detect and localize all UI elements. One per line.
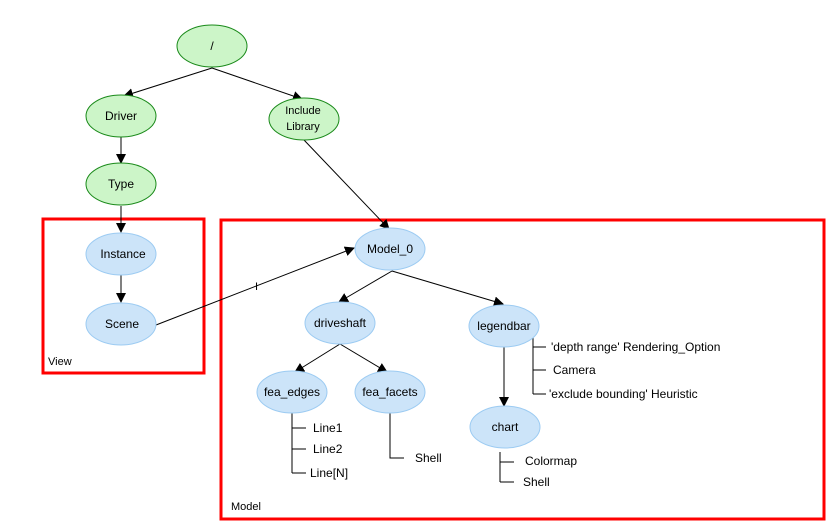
edge-root-include-library <box>211 67 303 101</box>
chart-attribute-lines <box>499 452 514 483</box>
edge-driveshaft-fea-facets <box>339 343 388 373</box>
node-driveshaft[interactable]: driveshaft <box>304 301 376 345</box>
node-include-library-line2: Library <box>286 121 320 133</box>
node-legendbar-label: legendbar <box>477 319 530 333</box>
node-model-0-label: Model_0 <box>367 242 413 256</box>
node-type-label: Type <box>108 177 134 191</box>
fea-edges-attribute-lines <box>291 413 306 474</box>
node-driveshaft-label: driveshaft <box>314 316 367 330</box>
edge-driveshaft-fea-edges <box>294 343 341 373</box>
attr-depth-range: 'depth range' Rendering_Option <box>551 340 720 354</box>
attr-line1: Line1 <box>313 421 343 435</box>
node-include-library[interactable]: Include Library <box>268 97 340 141</box>
attr-line2: Line2 <box>313 442 343 456</box>
node-type[interactable]: Type <box>85 162 157 206</box>
legendbar-attribute-lines <box>532 338 546 395</box>
model-group-box <box>219 218 826 521</box>
attr-chart-shell: Shell <box>523 475 550 489</box>
node-scene-label: Scene <box>105 317 139 331</box>
view-group-label: View <box>48 356 72 368</box>
edge-model-driveshaft <box>338 270 393 303</box>
node-fea-edges-label: fea_edges <box>264 385 320 399</box>
node-driver[interactable]: Driver <box>85 94 157 138</box>
node-fea-edges[interactable]: fea_edges <box>256 370 328 414</box>
attr-colormap: Colormap <box>525 454 577 468</box>
fea-facets-attribute-lines <box>389 413 404 459</box>
node-chart[interactable]: chart <box>469 405 541 449</box>
node-legendbar[interactable]: legendbar <box>468 304 540 348</box>
attr-camera: Camera <box>553 363 596 377</box>
view-group-box <box>41 217 206 375</box>
node-root-label: / <box>210 39 214 53</box>
node-root[interactable]: / <box>176 24 248 68</box>
node-fea-facets[interactable]: fea_facets <box>354 370 426 414</box>
attr-fea-facets-shell: Shell <box>415 451 442 465</box>
node-fea-facets-label: fea_facets <box>362 385 417 399</box>
edge-scene-model <box>155 246 355 326</box>
node-driver-label: Driver <box>105 109 137 123</box>
node-scene[interactable]: Scene <box>85 302 157 346</box>
model-group-label: Model <box>231 501 261 513</box>
node-chart-label: chart <box>492 420 519 434</box>
node-instance-label: Instance <box>100 247 146 261</box>
node-model-0[interactable]: Model_0 <box>354 227 426 271</box>
node-include-library-line1: Include <box>285 105 320 117</box>
attr-exclude-bounding: 'exclude bounding' Heuristic <box>549 387 698 401</box>
edge-root-driver <box>123 67 213 99</box>
node-instance[interactable]: Instance <box>85 232 157 276</box>
edge-label-scene-model: I <box>255 281 258 293</box>
edge-model-legendbar <box>391 270 504 307</box>
attr-line-n: Line[N] <box>310 466 348 480</box>
edge-include-library-model <box>303 139 390 230</box>
